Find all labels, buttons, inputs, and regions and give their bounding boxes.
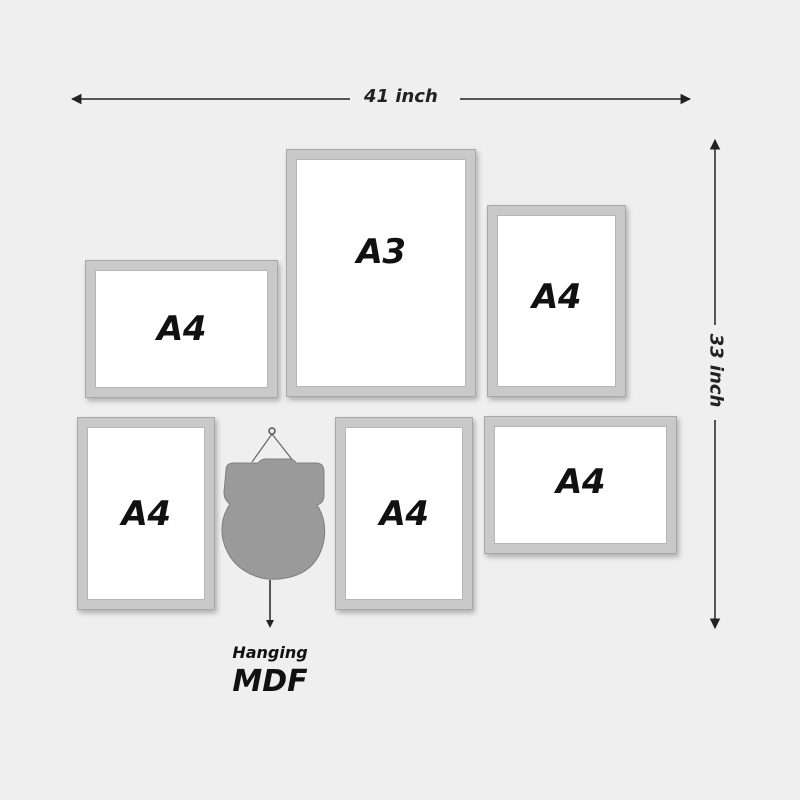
frame-size-label: A4 [532,277,581,317]
width-label: 41 inch [364,86,438,107]
mdf-plaque-shape [221,458,326,580]
frame-size-label: A4 [157,309,206,349]
frame-a4-left-bottom: A4 [77,417,215,610]
frame-size-label: A4 [121,493,171,534]
frame-size-label: A4 [379,493,429,534]
frame-a4-right-bottom: A4 [484,416,677,554]
frame-size-label: A4 [556,462,605,502]
frame-a4-left-top: A4 [85,260,278,398]
frame-a4-right-top: A4 [487,205,626,397]
mdf-caption-hanging: Hanging [232,643,308,662]
frame-a4-center-bottom: A4 [335,417,473,610]
frame-a3-center-top: A3 [286,149,476,397]
mdf-caption-mdf: MDF [232,664,308,699]
frame-size-label: A3 [356,232,406,272]
